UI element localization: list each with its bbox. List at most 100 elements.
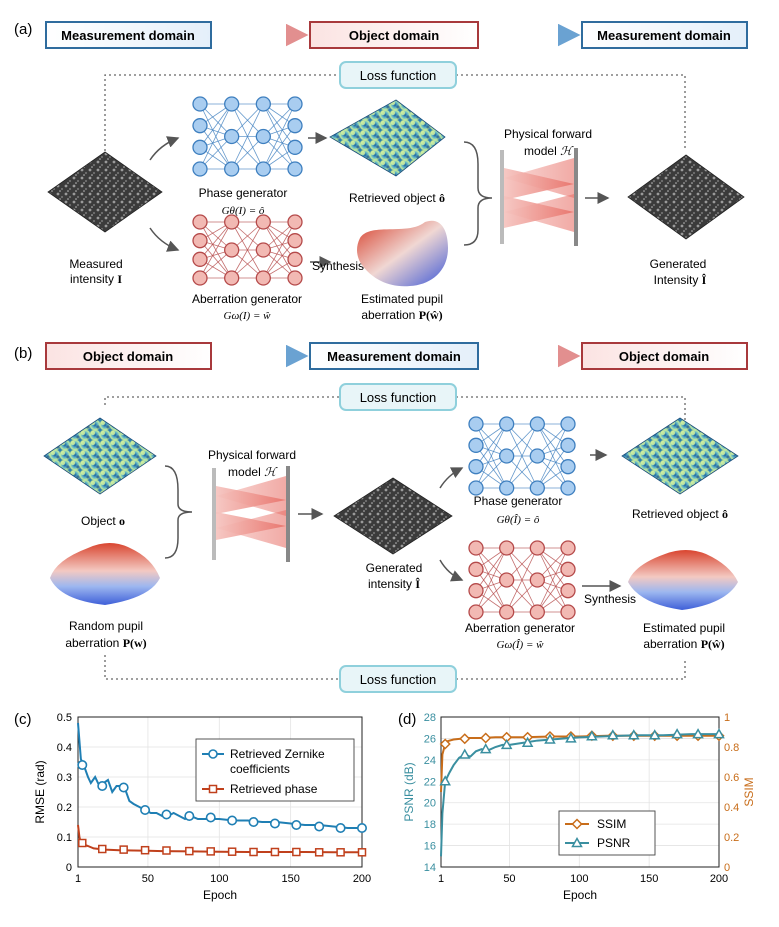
chart-d-xtick-label: 100 xyxy=(570,873,588,885)
chart-d-ytick-left-label: 26 xyxy=(424,733,436,745)
panel-b-pupil-line2: aberration P(ŵ) xyxy=(643,637,724,651)
chart-c-phase-marker xyxy=(292,847,301,857)
chart-d-xtick-label: 1 xyxy=(438,873,444,885)
aber-net-a-node xyxy=(192,270,208,286)
panel-b-loss-label-bottom: Loss function xyxy=(360,672,437,687)
phase-net-b-edge xyxy=(475,445,507,489)
chart-d-xtick-label: 50 xyxy=(503,873,515,885)
aber-net-a-edge xyxy=(199,221,233,279)
chart-d-ytick-left-label: 18 xyxy=(424,819,436,831)
brace-b xyxy=(164,465,193,559)
phase-net-a-edge xyxy=(263,103,296,148)
chart-c-ytick-label: 0.1 xyxy=(57,832,72,844)
chart-d-psnr-marker xyxy=(692,728,704,739)
phase-net-b-node xyxy=(468,459,484,475)
phase-net-a-node xyxy=(192,118,208,134)
panel-b-loss-label-top: Loss function xyxy=(360,390,437,405)
phase-net-a-node xyxy=(287,118,303,134)
aber-net-a-node xyxy=(287,251,303,267)
panel-b-domain-3: Object domain xyxy=(619,349,709,364)
phase-net-a-node xyxy=(287,96,303,112)
chart-d-ytick-right-label: 0.4 xyxy=(724,802,739,814)
chart-c-phase-marker xyxy=(78,838,87,848)
aber-net-a-node xyxy=(224,214,240,230)
panel-b-random-line1: Random pupil xyxy=(69,619,143,633)
chart-c-legend-phase-label: Retrieved phase xyxy=(230,782,318,796)
phase-net-a-edge xyxy=(199,103,232,148)
chart-d-psnr-marker xyxy=(479,743,492,754)
chart-c-zernike-marker xyxy=(97,780,108,791)
phase-net-a-node xyxy=(255,128,271,145)
panel-a-generated-line2: Intensity Î xyxy=(654,273,707,287)
forward-model-a xyxy=(500,148,578,246)
chart-c-phase-marker xyxy=(314,848,324,857)
chart-d-ytick-left-label: 20 xyxy=(424,798,436,810)
phase-net-a-node xyxy=(224,96,240,112)
phase-net-b-node xyxy=(468,480,484,496)
phase-net-a-edge xyxy=(263,125,296,170)
arrow-to-aber-gen-b xyxy=(439,559,464,582)
chart-d-psnr-marker xyxy=(521,736,534,747)
panel-a-aber-gen-label: Aberration generator xyxy=(192,292,302,306)
chart-c-ytick-label: 0.5 xyxy=(57,712,72,724)
object-image-b xyxy=(43,417,157,495)
chart-d-psnr-marker xyxy=(628,729,640,740)
chart-c-xtick-label: 1 xyxy=(75,873,81,885)
aber-net-b-node xyxy=(499,572,515,588)
panel-b-object-label: Object o xyxy=(81,514,125,528)
aber-net-b-edge xyxy=(536,547,569,613)
chart-c-ytick-label: 0 xyxy=(66,862,72,874)
phase-net-b-node xyxy=(560,437,576,453)
chart-c-legend-phase-marker xyxy=(208,784,218,794)
chart-c-phase-marker xyxy=(270,847,280,857)
retrieved-object-image-b xyxy=(621,417,739,495)
chart-d-psnr-marker xyxy=(458,748,471,759)
random-pupil-surface xyxy=(50,543,160,605)
phase-net-b-node xyxy=(468,437,484,453)
chart-c-zernike-marker xyxy=(248,816,259,827)
aber-net-b-edge xyxy=(475,569,507,613)
chart-d-psnr-marker xyxy=(500,738,513,750)
panel-b-pupil-line1: Estimated pupil xyxy=(643,621,725,635)
chart-d-ytick-left-label: 16 xyxy=(424,841,436,853)
panel-a-pupil-line2: aberration P(ŵ) xyxy=(361,308,442,322)
chart-c-ytick-label: 0.3 xyxy=(57,772,72,784)
aber-net-a-node xyxy=(192,214,208,230)
phase-net-a-node xyxy=(287,161,303,177)
chart-d-ytick-left-label: 28 xyxy=(424,712,436,724)
phase-net-a-edge xyxy=(231,103,264,170)
phase-net-b-node xyxy=(499,416,515,432)
chart-c-zernike-marker xyxy=(314,821,325,832)
phase-net-a-node xyxy=(224,128,240,145)
panel-a-domain-row: Measurement domain Object domain Measure… xyxy=(45,21,748,49)
chart-d-legend-psnr-marker xyxy=(571,836,583,848)
phase-net-a-node xyxy=(192,161,208,177)
chart-c-xtick-label: 50 xyxy=(142,873,154,885)
aber-net-a-node xyxy=(224,242,240,258)
panel-b-generated-line2: intensity Î xyxy=(368,577,420,591)
aber-net-b-node xyxy=(560,583,576,599)
aber-net-a-node xyxy=(255,242,271,258)
aber-net-b-node xyxy=(468,561,484,577)
panel-b-loss-connector-bottom xyxy=(104,655,686,680)
panel-b-tag: (b) xyxy=(14,345,32,362)
chart-c-phase-marker xyxy=(336,848,345,857)
chart-c-xlabel: Epoch xyxy=(203,888,237,902)
aber-net-a-node xyxy=(192,233,208,249)
aberration-generator-network-b xyxy=(468,540,576,620)
phase-net-a-edge xyxy=(199,125,232,170)
phase-generator-network-b xyxy=(468,416,576,496)
panel-a-domain-1: Measurement domain xyxy=(61,28,195,43)
panel-a-generated-line1: Generated xyxy=(650,257,707,271)
chart-c-legend-zernike-label: Retrieved Zernike xyxy=(230,747,325,761)
chart-c-phase-marker xyxy=(98,844,107,854)
panel-a-phase-gen-eq: Gθ(I) = ô xyxy=(222,205,265,217)
phase-net-a-edge xyxy=(262,103,296,170)
aber-net-a-node xyxy=(224,270,240,286)
phase-net-b-node xyxy=(529,480,545,496)
panel-a-loss-label: Loss function xyxy=(360,68,437,83)
chart-c-phase-marker xyxy=(357,848,367,857)
chart-c-legend-zernike-marker xyxy=(208,749,218,759)
